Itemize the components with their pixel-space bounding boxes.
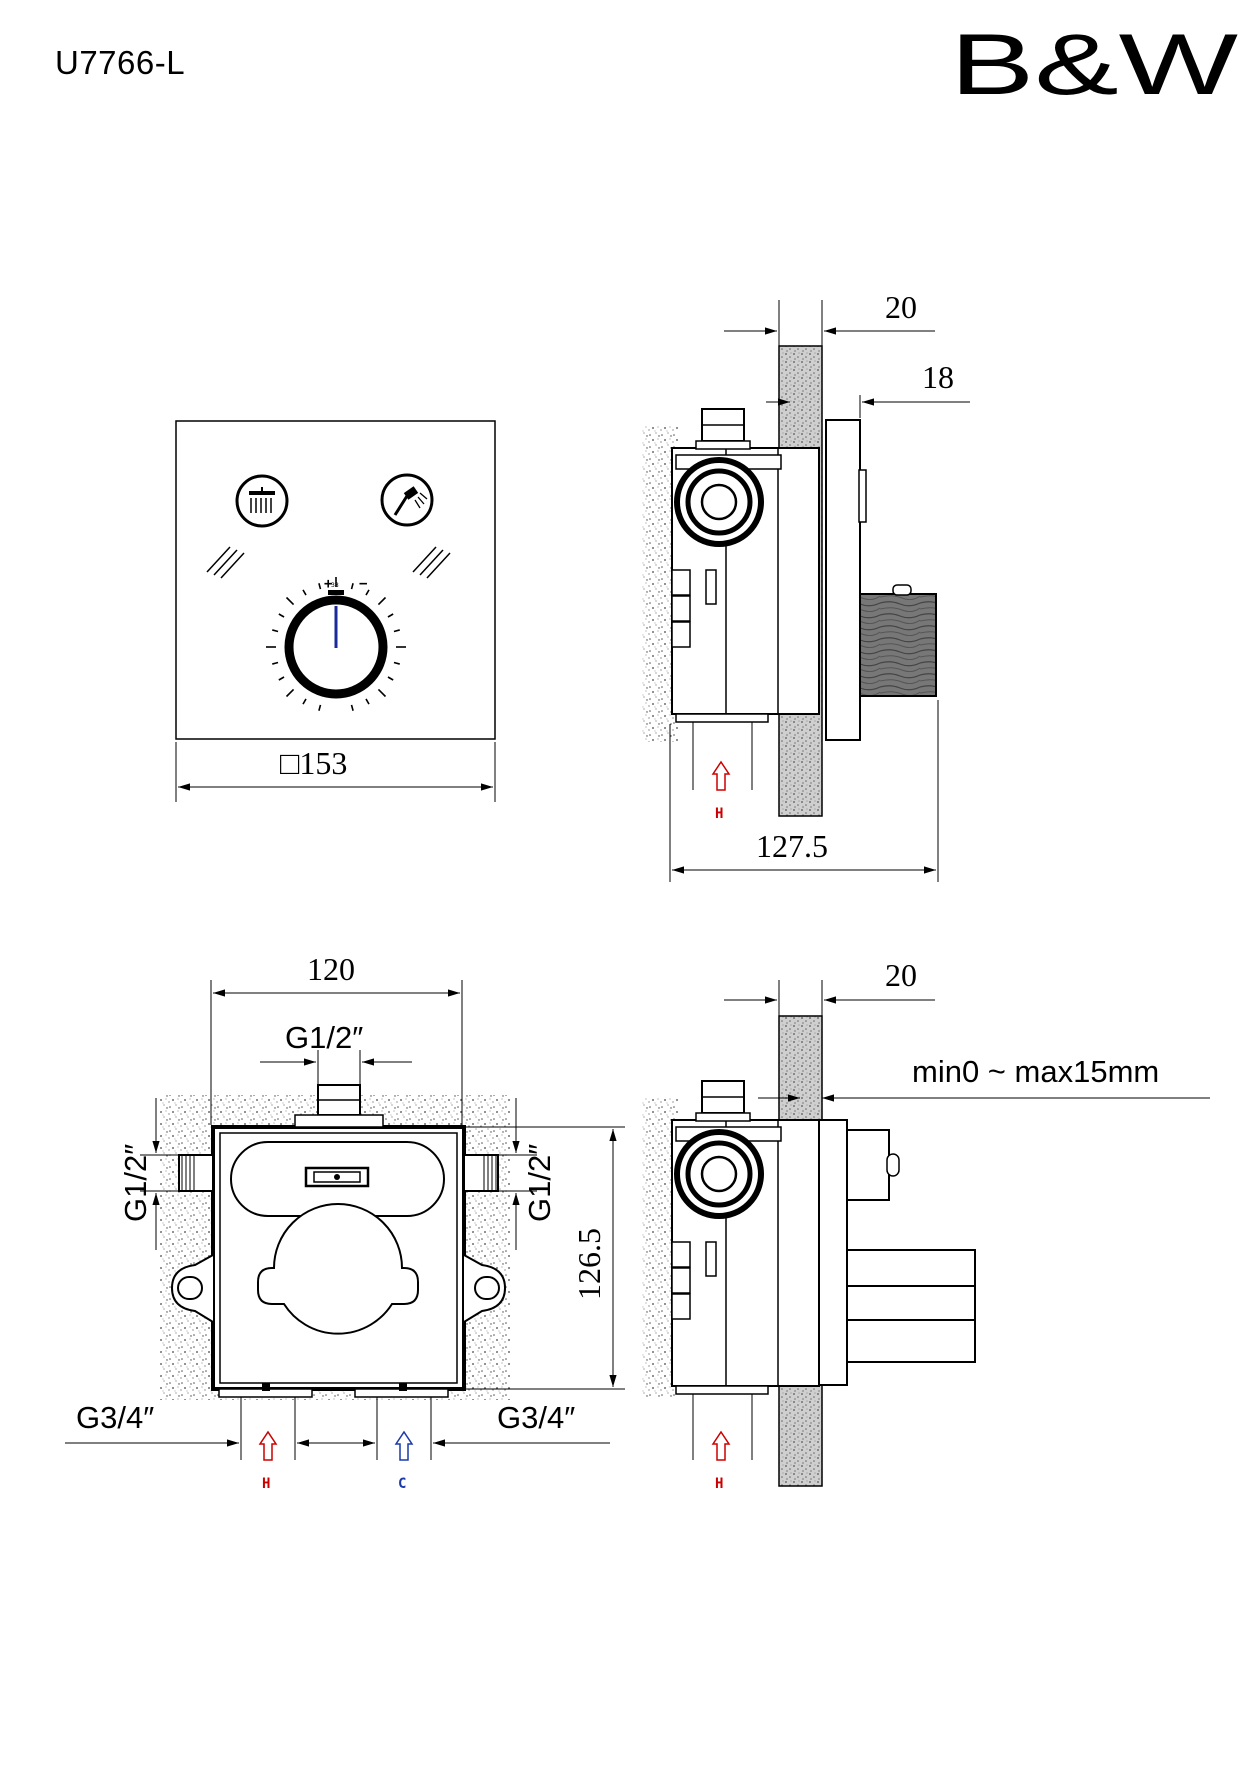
hot-inlet-arrow xyxy=(258,1430,278,1461)
bottom-left-connection-label: G3/4″ xyxy=(76,1400,154,1435)
height-dim: 126.5 xyxy=(571,1228,607,1300)
range-dim-label: min0 ~ max15mm xyxy=(912,1054,1159,1089)
rain-shower-icon xyxy=(235,474,289,528)
svg-text:H: H xyxy=(715,806,723,822)
svg-text:38: 38 xyxy=(331,582,339,589)
model-code: U7766-L xyxy=(55,44,186,81)
width-dim: 120 xyxy=(307,951,355,987)
svg-text:−: − xyxy=(359,576,367,592)
wall-dim: 20 xyxy=(885,957,917,993)
dial-tick xyxy=(387,613,394,618)
hot-inlet-arrow xyxy=(711,760,731,791)
svg-text:+: + xyxy=(324,576,332,592)
dial-tick xyxy=(393,629,400,633)
body-view: H C 120 G1/2″ 126.5 G1/2″ xyxy=(65,951,625,1492)
hand-shower-icon xyxy=(380,473,434,527)
glass-hatch xyxy=(206,546,451,579)
hot-inlet-arrow xyxy=(711,1430,731,1461)
brand-logo: B&W xyxy=(950,18,1238,106)
dial-tick xyxy=(377,596,387,606)
dial-tick xyxy=(278,676,285,681)
dial-tick xyxy=(365,589,370,596)
dial-tick xyxy=(302,698,307,705)
hot-label: H xyxy=(262,1476,270,1492)
dial-tick xyxy=(272,661,279,665)
depth-dim: 127.5 xyxy=(756,828,828,864)
cold-label: C xyxy=(398,1476,406,1492)
side-view-bottom: H 20 min0 ~ max15mm xyxy=(642,957,1210,1492)
dial-tick xyxy=(350,704,354,711)
bottom-right-connection-label: G3/4″ xyxy=(497,1400,575,1435)
dial-tick xyxy=(377,688,387,698)
dial-tick xyxy=(318,704,322,711)
side-view-top: H 20 18 127.5 xyxy=(642,289,970,882)
cold-inlet-arrow xyxy=(394,1430,414,1461)
dial-tick xyxy=(285,688,295,698)
front-view: + − 38 □153 xyxy=(175,420,496,802)
wall-dim: 20 xyxy=(885,289,917,325)
dial-tick xyxy=(318,583,322,590)
dial-tick xyxy=(393,661,400,665)
dial-tick xyxy=(365,698,370,705)
brand-logo-text: B&W xyxy=(950,18,1238,106)
cover-plate xyxy=(175,420,496,740)
svg-text:H: H xyxy=(715,1476,723,1492)
dial-tick xyxy=(387,676,394,681)
right-connection-label: G1/2″ xyxy=(522,1144,557,1222)
dial-tick xyxy=(350,583,354,590)
thermostat-dial: + − 38 xyxy=(266,576,406,711)
dial-tick xyxy=(272,629,279,633)
dial-tick xyxy=(302,589,307,596)
top-connection-label: G1/2″ xyxy=(285,1020,363,1055)
left-connection-label: G1/2″ xyxy=(118,1144,153,1222)
plate-size-dim: □153 xyxy=(280,745,347,781)
dial-tick xyxy=(278,613,285,618)
plate-dim: 18 xyxy=(922,359,954,395)
dial-tick xyxy=(285,596,295,606)
